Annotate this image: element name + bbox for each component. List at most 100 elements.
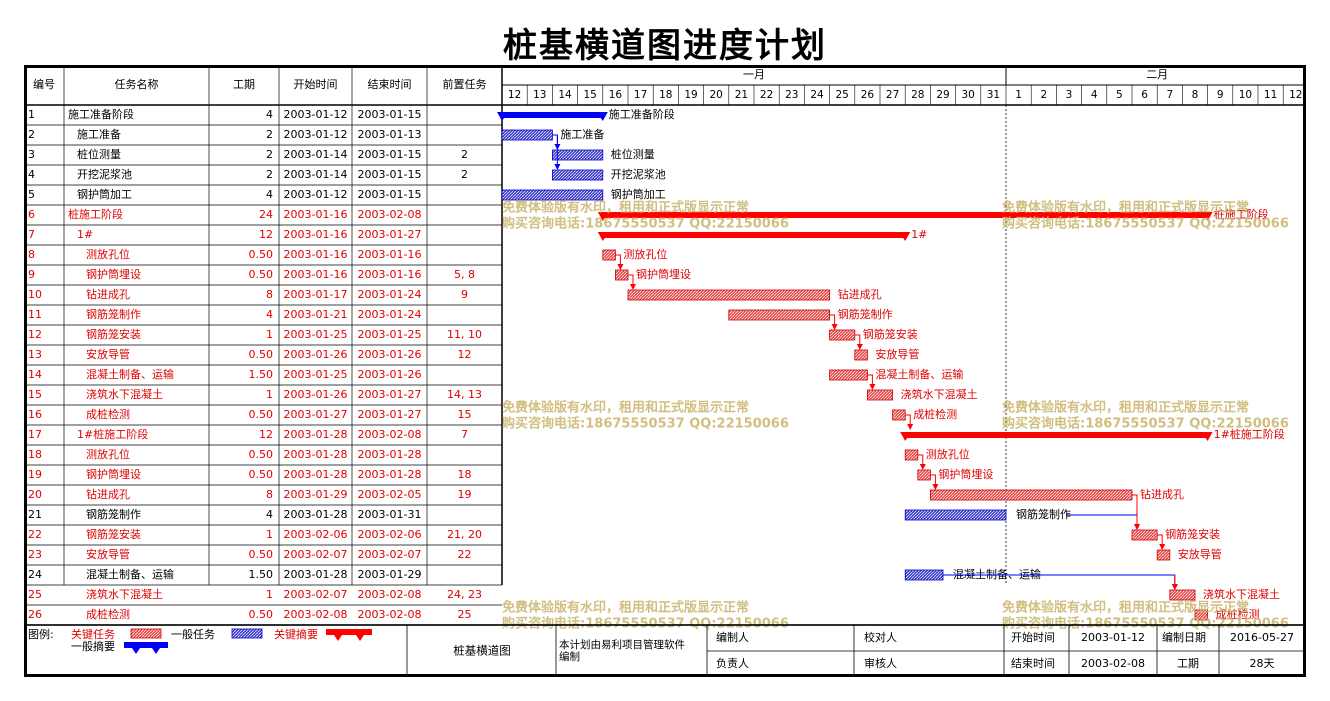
task-bar: [829, 369, 868, 381]
day-label: 31: [987, 89, 1000, 101]
task-id: 14: [28, 368, 42, 381]
day-label: 30: [962, 89, 975, 101]
day-label: 10: [1239, 89, 1252, 101]
task-name: 测放孔位: [86, 247, 130, 261]
month-label: 一月: [743, 68, 765, 81]
task-predecessor: 5, 8: [454, 268, 475, 281]
task-end: 2003-02-08: [358, 588, 422, 601]
task-end: 2003-02-07: [358, 548, 422, 561]
legend-normal-task-swatch: [231, 628, 263, 639]
task-end: 2003-02-05: [358, 488, 422, 501]
task-predecessor: 12: [458, 348, 472, 361]
task-id: 19: [28, 468, 42, 481]
task-duration: 0.50: [249, 248, 274, 261]
task-name: 钢筋笼制作: [86, 307, 141, 321]
task-predecessor: 22: [458, 548, 472, 561]
bar-label: 钢筋笼安装: [1165, 527, 1220, 541]
dependency-link: [552, 134, 561, 170]
dependency-link: [1157, 534, 1166, 550]
task-name: 施工准备阶段: [68, 107, 134, 121]
watermark-text: 购买咨询电话:18675550537 QQ:22150066: [502, 616, 789, 632]
task-end: 2003-01-27: [358, 388, 422, 401]
day-label: 19: [684, 89, 697, 101]
legend-label: 一般任务: [171, 628, 215, 641]
task-end: 2003-01-31: [358, 508, 422, 521]
bar-label: 混凝土制备、运输: [953, 567, 1041, 581]
summary-cap-left: [597, 232, 609, 241]
summary-cap-right: [596, 112, 608, 121]
bar-label: 施工准备阶段: [609, 107, 675, 121]
task-name: 测放孔位: [86, 447, 130, 461]
footer-value: 2016-05-27: [1230, 631, 1294, 644]
task-name: 成桩检测: [86, 407, 130, 421]
task-bar: [867, 389, 894, 401]
task-end: 2003-01-16: [358, 248, 422, 261]
task-start: 2003-01-12: [284, 128, 348, 141]
task-duration: 0.50: [249, 608, 274, 621]
task-name: 桩施工阶段: [68, 207, 123, 221]
day-label: 27: [886, 89, 899, 101]
footer-value: 28天: [1250, 657, 1275, 670]
footer-label: 编制日期: [1162, 630, 1206, 644]
task-start: 2003-02-06: [284, 528, 348, 541]
legend-critical-task-swatch: [130, 628, 162, 639]
task-id: 12: [28, 328, 42, 341]
task-bar: [1156, 549, 1171, 561]
task-name: 成桩检测: [86, 607, 130, 621]
task-predecessor: 2: [461, 148, 468, 161]
task-name: 施工准备: [77, 127, 121, 141]
task-start: 2003-01-28: [284, 508, 348, 521]
column-header: 开始时间: [294, 77, 338, 91]
task-id: 22: [28, 528, 42, 541]
summary-bar: [905, 432, 1208, 438]
task-id: 20: [28, 488, 42, 501]
task-start: 2003-01-27: [284, 408, 348, 421]
task-start: 2003-02-08: [284, 608, 348, 621]
summary-cap-right: [899, 232, 911, 241]
task-start: 2003-01-26: [284, 388, 348, 401]
task-end: 2003-01-29: [358, 568, 422, 581]
task-id: 8: [28, 248, 35, 261]
summary-cap-left: [900, 432, 912, 441]
task-id: 24: [28, 568, 42, 581]
task-duration: 1: [266, 528, 273, 541]
task-bar: [602, 249, 616, 261]
task-name: 浇筑水下混凝土: [86, 587, 163, 601]
task-id: 6: [28, 208, 35, 221]
task-id: 25: [28, 588, 42, 601]
bar-label: 钻进成孔: [1140, 487, 1184, 501]
task-id: 4: [28, 168, 35, 181]
day-label: 7: [1166, 89, 1173, 101]
day-label: 21: [735, 89, 748, 101]
task-duration: 1: [266, 388, 273, 401]
month-label: 二月: [1146, 68, 1168, 81]
task-predecessor: 9: [461, 288, 468, 301]
day-label: 22: [760, 89, 773, 101]
task-end: 2003-01-26: [358, 368, 422, 381]
task-start: 2003-01-12: [284, 108, 348, 121]
task-start: 2003-01-16: [284, 268, 348, 281]
task-predecessor: 21, 20: [447, 528, 482, 541]
task-start: 2003-01-16: [284, 208, 348, 221]
bar-label: 钢护筒埋设: [938, 467, 993, 481]
column-header: 任务名称: [115, 77, 159, 91]
bar-label: 浇筑水下混凝土: [901, 387, 978, 401]
task-id: 3: [28, 148, 35, 161]
watermark-text: 购买咨询电话:18675550537 QQ:22150066: [1002, 216, 1289, 232]
bar-label: 开挖泥浆池: [611, 167, 666, 181]
dependency-link: [867, 374, 876, 390]
task-duration: 8: [266, 288, 273, 301]
task-start: 2003-01-12: [284, 188, 348, 201]
task-predecessor: 14, 13: [447, 388, 482, 401]
task-end: 2003-01-25: [358, 328, 422, 341]
task-id: 1: [28, 108, 35, 121]
bar-label: 测放孔位: [926, 447, 970, 461]
task-duration: 1.50: [249, 568, 274, 581]
task-name: 钢护筒埋设: [86, 267, 141, 281]
footer-label: 校对人: [864, 630, 897, 644]
task-name: 钢护筒加工: [77, 187, 132, 201]
task-start: 2003-01-21: [284, 308, 348, 321]
day-label: 15: [584, 89, 597, 101]
dependency-link: [615, 254, 624, 270]
